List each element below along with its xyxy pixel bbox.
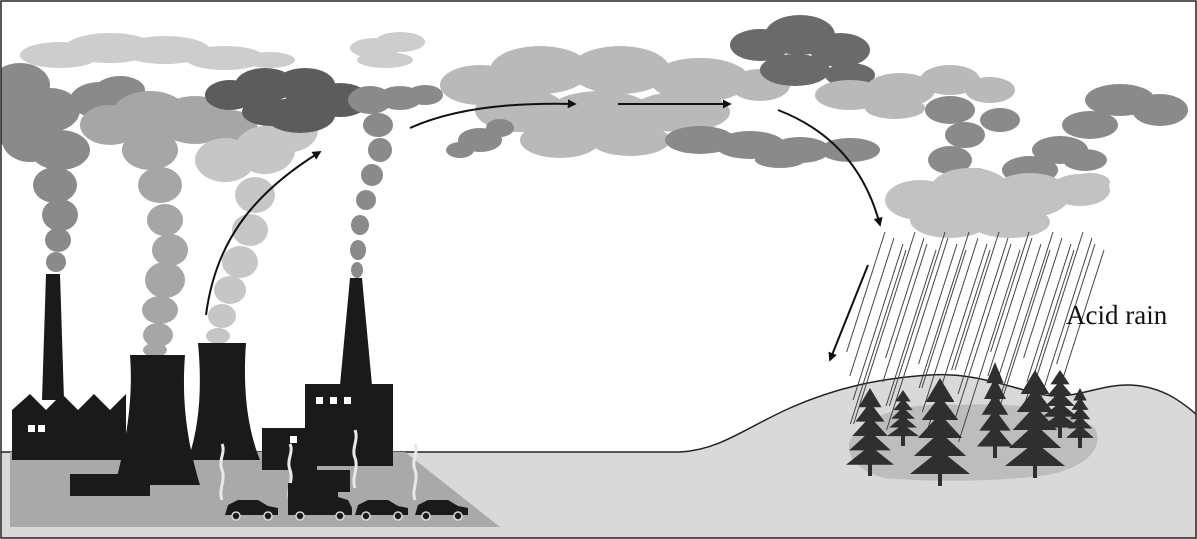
rain-streak — [988, 238, 1032, 376]
rain-streak — [919, 244, 957, 364]
arrow-down — [778, 110, 880, 225]
rain-streak — [1027, 244, 1071, 382]
rain-streak — [1024, 238, 1062, 358]
cooling-tower-steam-2 — [195, 108, 318, 344]
rain-streak — [922, 250, 966, 388]
rain-cloud — [885, 168, 1110, 238]
rain-streak — [919, 232, 969, 388]
pale-cloud — [20, 32, 425, 70]
factory-smoke-left — [0, 63, 145, 272]
rain-streak — [886, 238, 924, 358]
acid-rain-label: Acid rain — [1066, 300, 1167, 331]
smoke-clouds — [0, 15, 1188, 357]
chimney-smoke-right — [348, 85, 443, 278]
factory-left — [12, 274, 126, 460]
factory-right — [262, 278, 393, 492]
